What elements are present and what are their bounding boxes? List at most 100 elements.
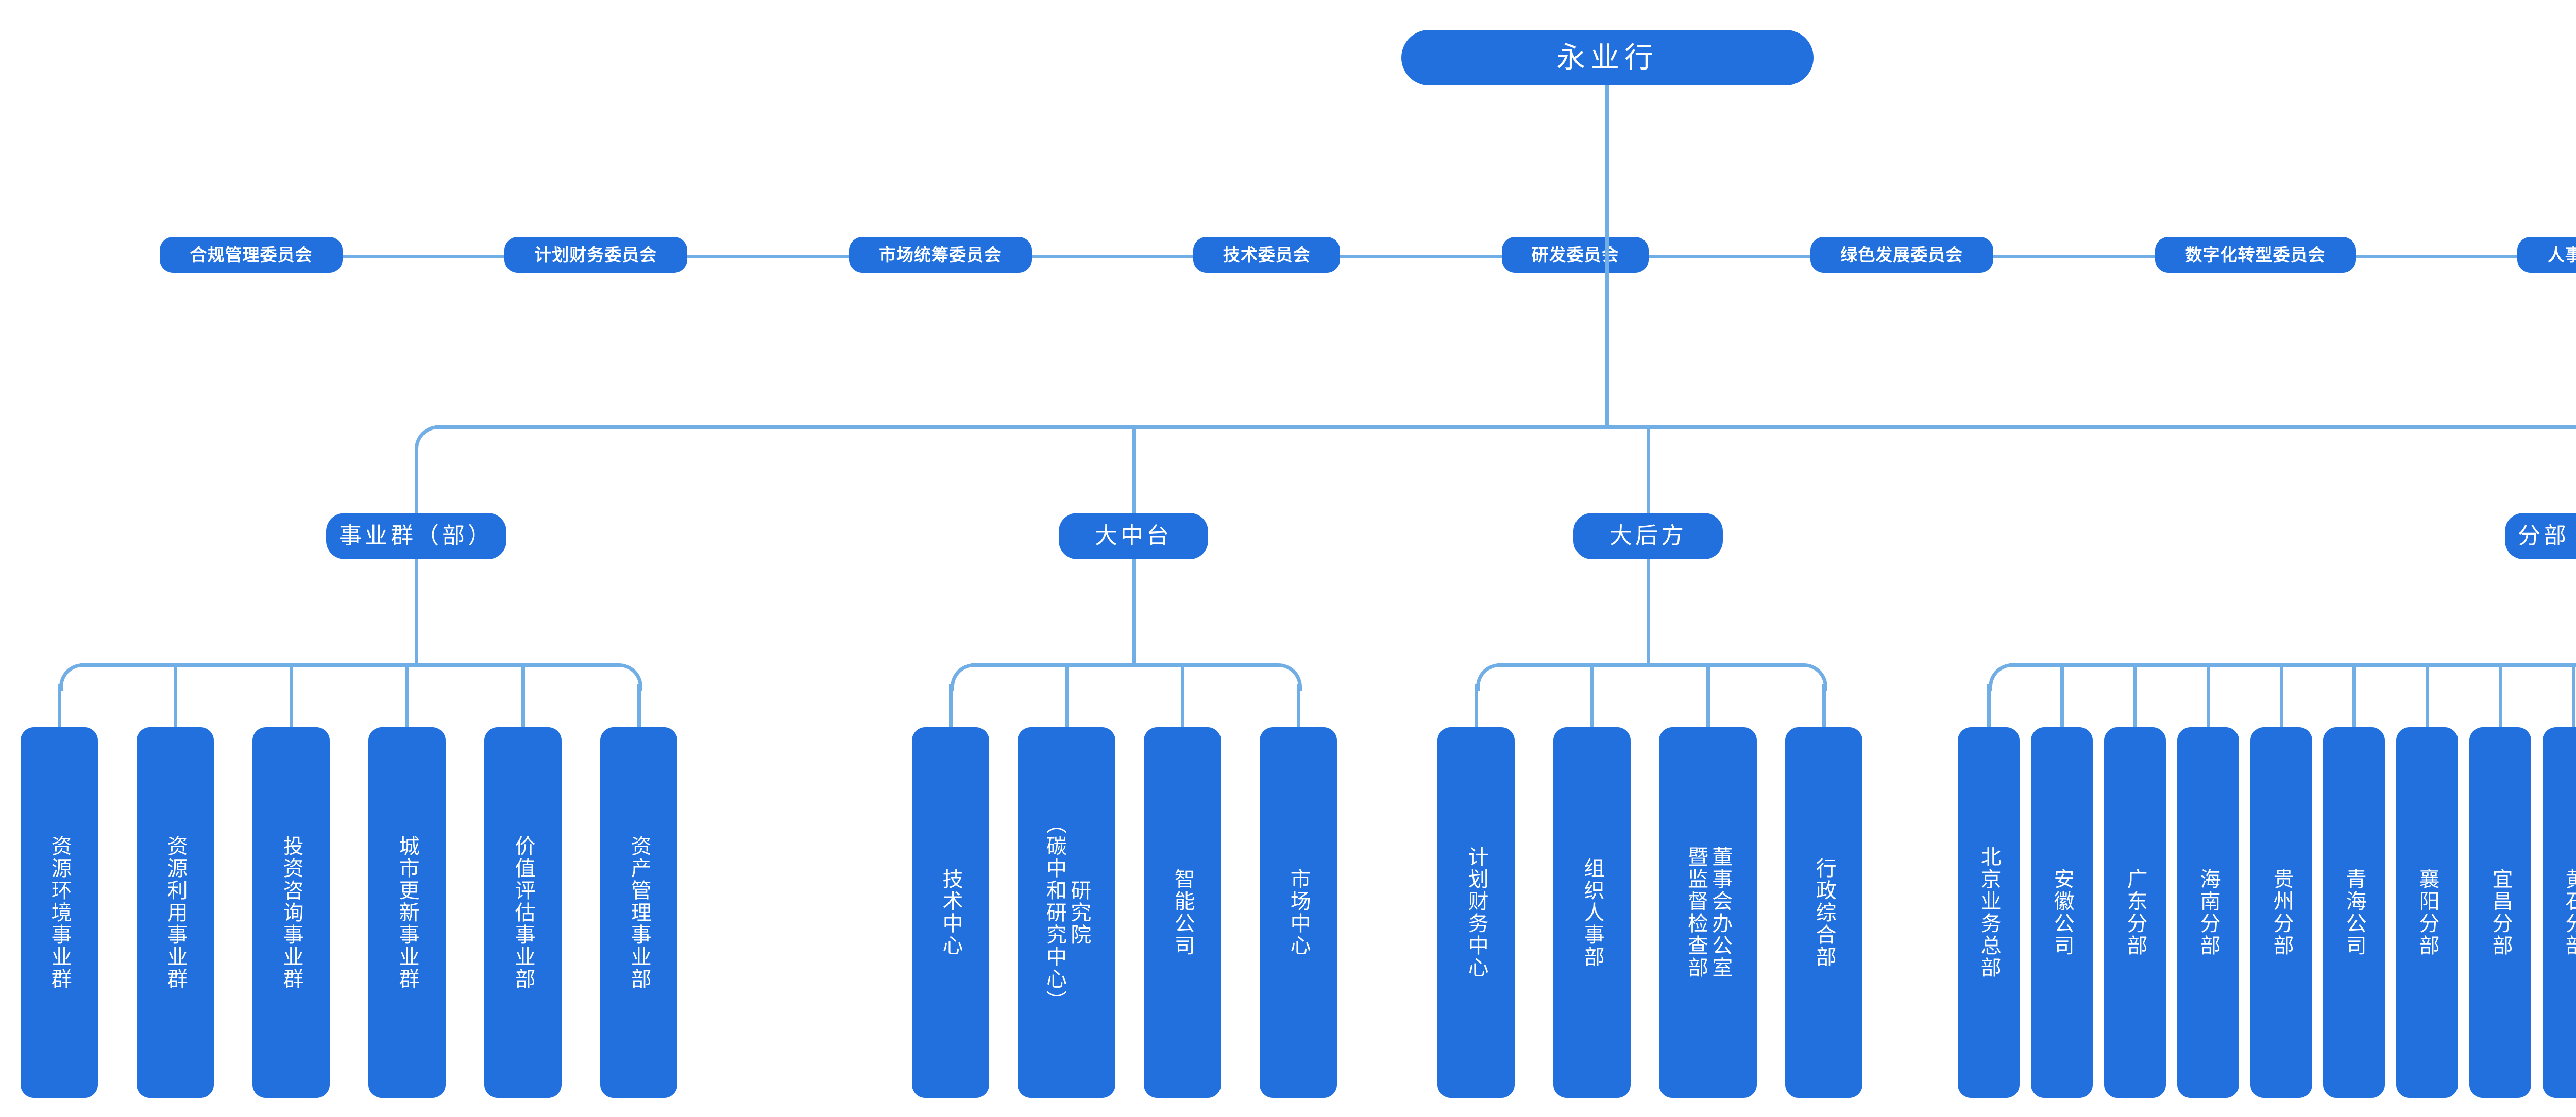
connector-leaf-drop-3-3 xyxy=(1706,666,1710,727)
division-header-2[interactable]: 大中台 xyxy=(1059,513,1208,559)
leaf-node-3-3[interactable]: 暨监督检查部董事会办公室 xyxy=(1659,727,1757,1098)
leaf-node-label: 组织人事部 xyxy=(1581,857,1604,968)
connector-leaf-drop-2-4 xyxy=(1297,684,1300,727)
committee-node-6[interactable]: 绿色发展委员会 xyxy=(1810,237,1993,273)
leaf-node-label: 襄阳分部 xyxy=(2416,868,2439,957)
connector-leaf-drop-1-1 xyxy=(58,684,61,727)
connector-leafbus-2 xyxy=(971,663,1278,667)
leaf-node-column-2: 董事会办公室 xyxy=(1709,846,1732,979)
leaf-node-1-2[interactable]: 资源利用事业群 xyxy=(137,727,214,1098)
connector-division-to-leafbus-3 xyxy=(1647,559,1650,663)
connector-leafbus-left-elbow-3 xyxy=(1476,663,1503,691)
committee-node-7[interactable]: 数字化转型委员会 xyxy=(2155,237,2356,273)
leaf-node-4-5[interactable]: 贵州分部 xyxy=(2250,727,2312,1098)
connector-leafbus-1 xyxy=(80,663,618,667)
leaf-node-label: 安徽公司 xyxy=(2050,868,2074,957)
leaf-node-label: 智能公司 xyxy=(1171,868,1194,957)
connector-division-drop-3 xyxy=(1647,428,1650,513)
leaf-node-4-8[interactable]: 宜昌分部 xyxy=(2469,727,2531,1098)
leaf-node-label: 技术中心 xyxy=(939,868,962,957)
leaf-node-label: 价值评估事业部 xyxy=(512,835,535,990)
committee-node-3[interactable]: 市场统筹委员会 xyxy=(849,237,1032,273)
leaf-node-label: 宜昌分部 xyxy=(2489,868,2512,957)
leaf-node-label: 资源环境事业群 xyxy=(48,835,71,990)
connector-leaf-drop-2-3 xyxy=(1181,666,1184,727)
leaf-node-label: 海南分部 xyxy=(2197,868,2220,957)
connector-leafbus-3 xyxy=(1497,663,1803,667)
connector-leaf-drop-3-2 xyxy=(1590,666,1594,727)
leaf-node-2-4[interactable]: 市场中心 xyxy=(1260,727,1337,1098)
leaf-node-2-1[interactable]: 技术中心 xyxy=(912,727,989,1098)
leaf-node-4-3[interactable]: 广东分部 xyxy=(2104,727,2166,1098)
leaf-node-label: 黄石分部 xyxy=(2562,868,2576,957)
connector-leaf-drop-3-4 xyxy=(1822,684,1826,727)
committee-node-1[interactable]: 合规管理委员会 xyxy=(160,237,343,273)
leaf-node-label: 投资咨询事业群 xyxy=(280,835,303,990)
committee-node-8[interactable]: 人事薪酬委员会 xyxy=(2517,237,2576,273)
connector-leaf-drop-2-2 xyxy=(1065,666,1069,727)
division-header-4[interactable]: 分部（分公司） xyxy=(2505,513,2576,559)
leaf-node-label: 资产管理事业部 xyxy=(628,835,651,990)
connector-leafbus-left-elbow-4 xyxy=(1989,663,2016,691)
leaf-node-1-6[interactable]: 资产管理事业部 xyxy=(600,727,677,1098)
leaf-node-1-5[interactable]: 价值评估事业部 xyxy=(484,727,562,1098)
connector-leaf-drop-4-7 xyxy=(2426,666,2429,727)
committee-node-5[interactable]: 研发委员会 xyxy=(1502,237,1649,273)
connector-leaf-drop-4-6 xyxy=(2352,666,2356,727)
connector-leaf-drop-4-3 xyxy=(2133,666,2137,727)
connector-division-bus xyxy=(435,425,2576,429)
division-header-3[interactable]: 大后方 xyxy=(1573,513,1723,559)
leaf-node-3-2[interactable]: 组织人事部 xyxy=(1553,727,1631,1098)
connector-leaf-drop-1-3 xyxy=(290,666,293,727)
connector-division-drop-2 xyxy=(1132,428,1136,513)
leaf-node-label: 贵州分部 xyxy=(2270,868,2293,957)
leaf-node-column-1: 暨监督检查部 xyxy=(1685,846,1707,979)
leaf-node-label: 北京业务总部 xyxy=(1977,846,2001,979)
connector-root-stem-lower xyxy=(1605,85,1609,425)
leaf-node-1-1[interactable]: 资源环境事业群 xyxy=(21,727,98,1098)
leaf-node-2-3[interactable]: 智能公司 xyxy=(1144,727,1221,1098)
leaf-node-4-6[interactable]: 青海公司 xyxy=(2323,727,2385,1098)
leaf-node-1-3[interactable]: 投资咨询事业群 xyxy=(252,727,330,1098)
leaf-node-4-9[interactable]: 黄石分部 xyxy=(2543,727,2576,1098)
connector-leaf-drop-1-4 xyxy=(405,666,409,727)
connector-leaf-drop-4-9 xyxy=(2572,666,2575,727)
connector-division-to-leafbus-2 xyxy=(1132,559,1136,663)
leaf-node-3-1[interactable]: 计划财务中心 xyxy=(1437,727,1515,1098)
root-node[interactable]: 永业行 xyxy=(1401,30,1814,85)
committee-node-4[interactable]: 技术委员会 xyxy=(1193,237,1341,273)
leaf-node-4-7[interactable]: 襄阳分部 xyxy=(2396,727,2458,1098)
leaf-node-columns: 暨监督检查部董事会办公室 xyxy=(1684,727,1732,1098)
leaf-node-column-1: （碳中和研究中心） xyxy=(1043,813,1066,1012)
leaf-node-label: 资源利用事业群 xyxy=(164,835,187,990)
connector-leafbus-left-elbow-2 xyxy=(951,663,978,691)
leaf-node-label: 市场中心 xyxy=(1287,868,1310,957)
connector-leaf-drop-1-5 xyxy=(521,666,525,727)
division-header-1[interactable]: 事业群（部） xyxy=(326,513,506,559)
connector-leafbus-left-elbow-1 xyxy=(59,663,87,691)
committee-node-2[interactable]: 计划财务委员会 xyxy=(504,237,687,273)
connector-leaf-drop-4-4 xyxy=(2207,666,2210,727)
leaf-node-4-1[interactable]: 北京业务总部 xyxy=(1958,727,2020,1098)
connector-leaf-drop-2-1 xyxy=(949,684,953,727)
leaf-node-label: 计划财务中心 xyxy=(1465,846,1488,979)
connector-leaf-drop-4-1 xyxy=(1987,684,1991,727)
connector-committee-bus xyxy=(160,255,2576,258)
connector-division-bus-left-elbow xyxy=(415,425,442,453)
connector-division-to-leafbus-1 xyxy=(415,559,418,663)
leaf-node-3-4[interactable]: 行政综合部 xyxy=(1785,727,1862,1098)
leaf-node-label: 广东分部 xyxy=(2124,868,2147,957)
connector-leaf-drop-1-6 xyxy=(637,684,641,727)
leaf-node-columns: （碳中和研究中心）研究院 xyxy=(1042,727,1091,1098)
leaf-node-label: 青海公司 xyxy=(2343,868,2366,957)
connector-leaf-drop-4-2 xyxy=(2060,666,2064,727)
connector-leafbus-4 xyxy=(2009,663,2576,667)
connector-division-drop-left xyxy=(415,446,418,513)
leaf-node-1-4[interactable]: 城市更新事业群 xyxy=(368,727,446,1098)
leaf-node-2-2[interactable]: （碳中和研究中心）研究院 xyxy=(1018,727,1115,1098)
leaf-node-4-4[interactable]: 海南分部 xyxy=(2177,727,2239,1098)
leaf-node-label: 行政综合部 xyxy=(1812,857,1836,968)
leaf-node-column-2: 研究院 xyxy=(1067,879,1091,946)
leaf-node-4-2[interactable]: 安徽公司 xyxy=(2031,727,2093,1098)
